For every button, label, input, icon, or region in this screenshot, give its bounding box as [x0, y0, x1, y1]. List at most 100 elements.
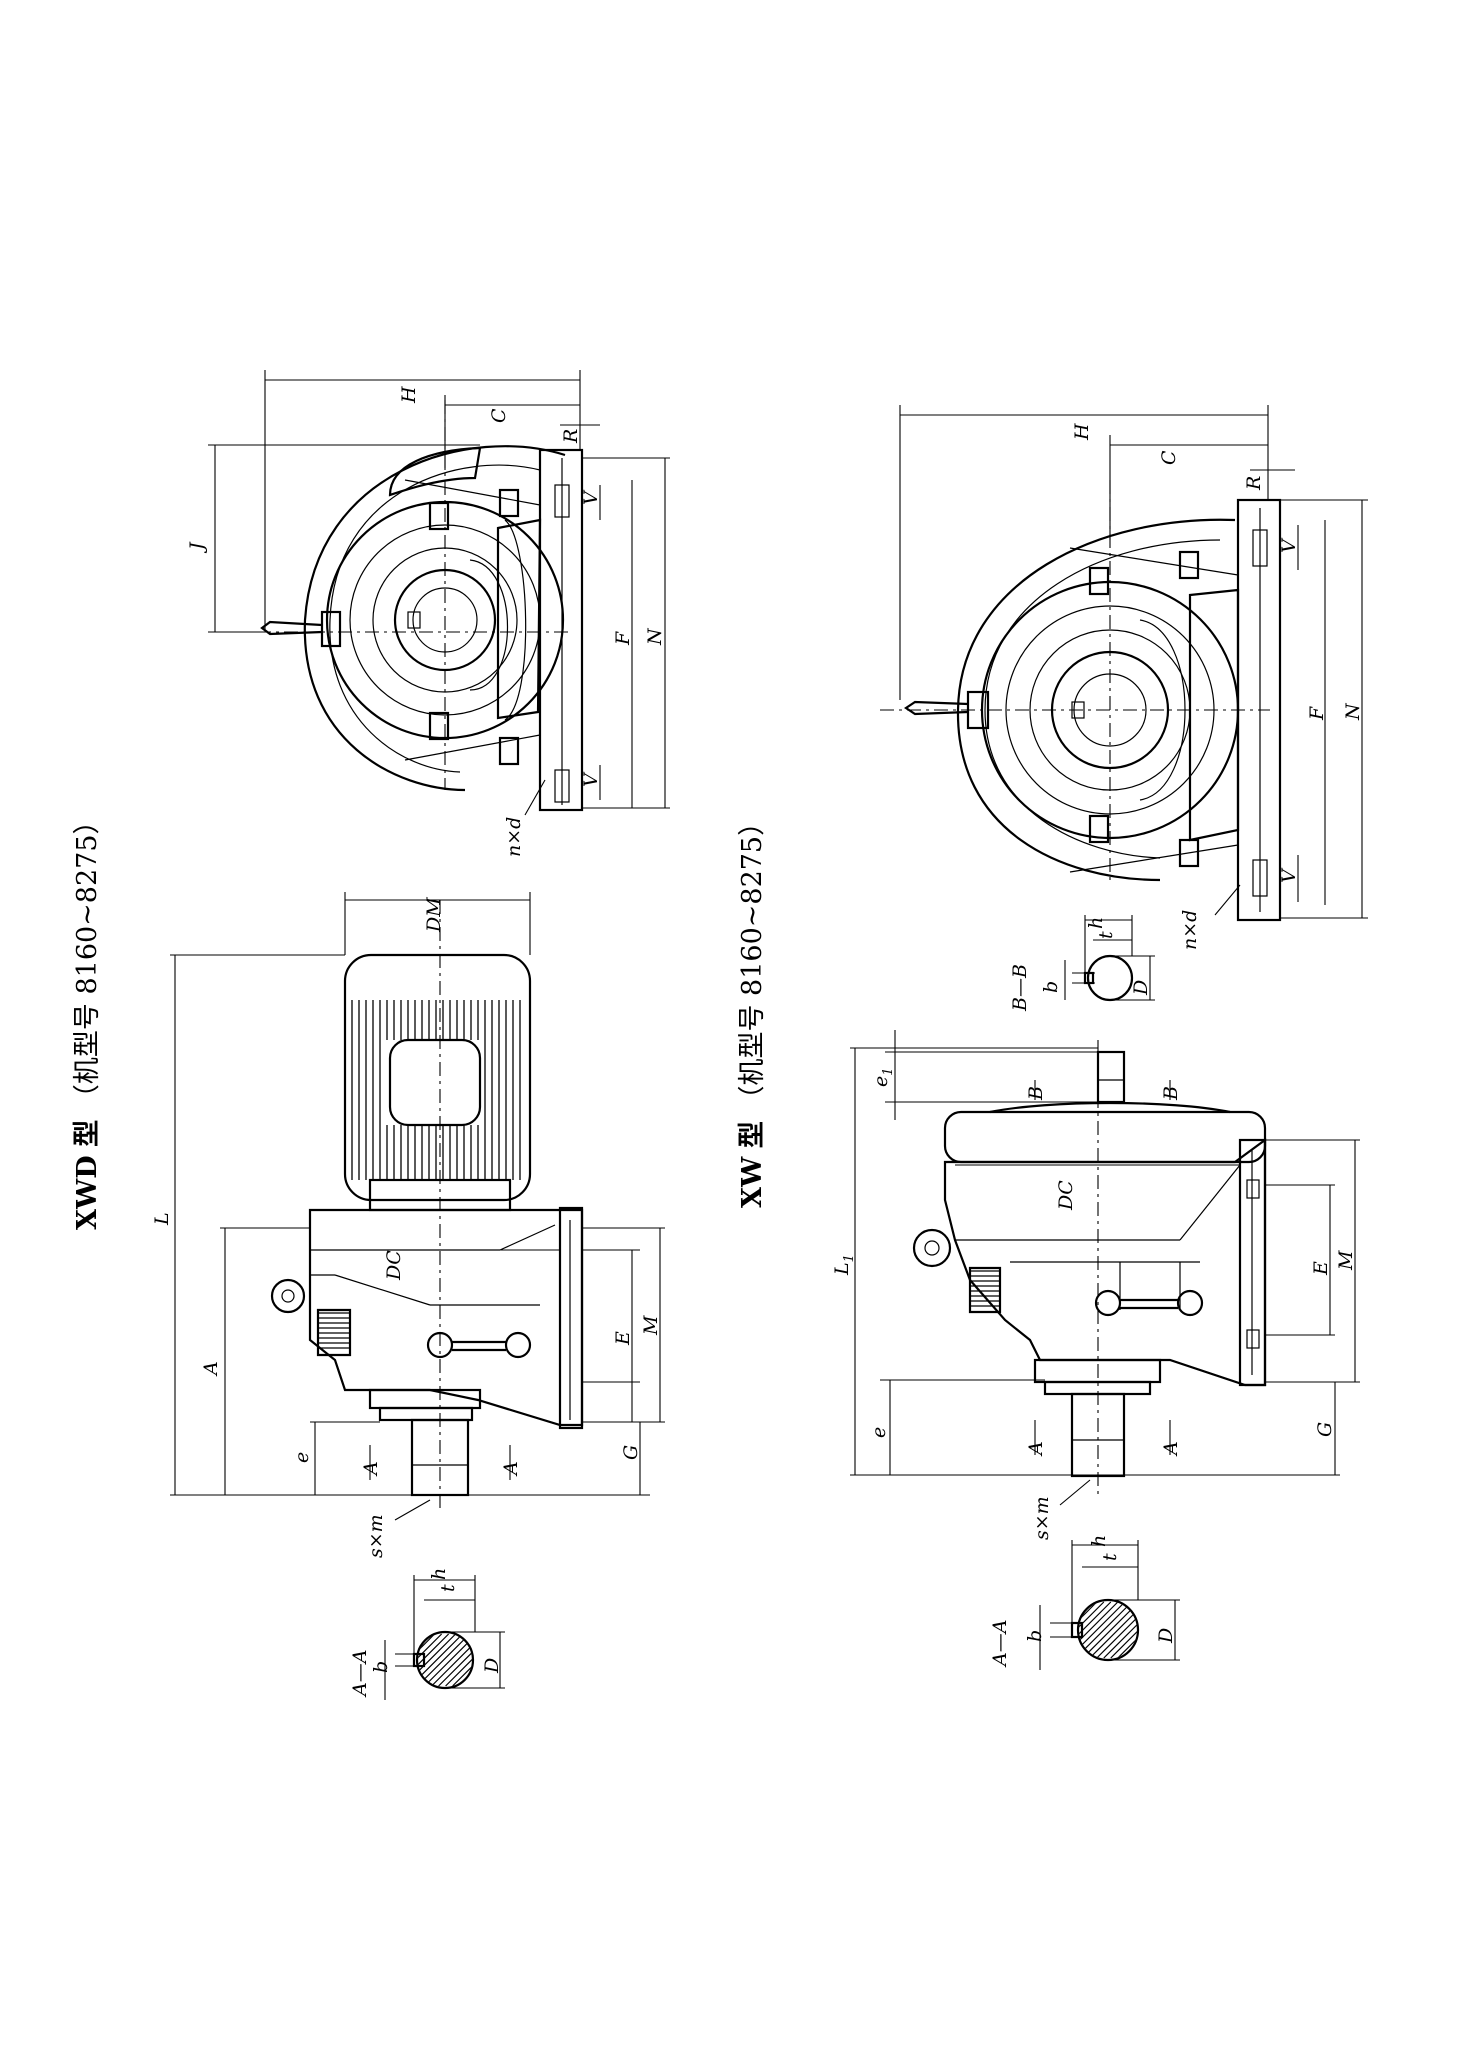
label-t: t — [437, 1584, 459, 1592]
xw-label-t: t — [1099, 1553, 1121, 1561]
xwd-output-shaft — [410, 1418, 470, 1497]
xw-section-b-b-labels: B—B b t h D — [1009, 917, 1152, 1012]
hatch-line — [452, 1633, 472, 1687]
label-e: e — [291, 1452, 313, 1463]
hatch-line — [418, 1633, 471, 1687]
xw-housing-arc — [956, 518, 1236, 882]
label-h-key: h — [428, 1568, 450, 1580]
xwd-cover-hump — [388, 446, 482, 497]
xw-label-t1: t — [1095, 931, 1117, 939]
label-d: D — [481, 1658, 503, 1674]
xw-input-shaft — [1096, 1050, 1126, 1104]
hatch-line — [431, 1633, 472, 1687]
xw-label-v: V — [1278, 537, 1300, 553]
xw-label-c: C — [1158, 450, 1180, 465]
hatch-line — [1082, 1601, 1137, 1659]
xw-section-b-circle — [1086, 954, 1134, 1002]
label-b: b — [370, 1661, 392, 1673]
label-e-upper: E — [612, 1331, 634, 1346]
xw-section-a-a — [1039, 1540, 1180, 1670]
xwd-side-view-labels: DM DC L A e E M G A A s×m — [151, 897, 662, 1558]
xw-section-mark-b-right: B — [1160, 1086, 1182, 1101]
xw-eye-bolt — [912, 1228, 952, 1268]
hatch-line — [418, 1633, 436, 1687]
label-v: V — [580, 489, 602, 505]
xwd-foot-plate — [538, 448, 584, 812]
xwd-terminal-box — [388, 1038, 482, 1127]
hatch-line — [1079, 1601, 1119, 1659]
label-f: F — [612, 631, 634, 646]
xwd-section-a-a — [384, 1575, 505, 1700]
xw-end-view-labels: H C R V V F N n×d — [1071, 423, 1364, 950]
label-r: R — [560, 429, 582, 444]
xw-section-a-a-labels: A—A b t h D — [989, 1535, 1177, 1668]
xw-section-mark-a-right: A — [1160, 1441, 1182, 1457]
label-c: C — [488, 408, 510, 423]
label-n-x-d: n×d — [503, 817, 525, 857]
hatch-line — [418, 1633, 457, 1687]
label-dc: DC — [383, 1250, 405, 1281]
xw-label-dc: DC — [1055, 1180, 1077, 1211]
hatch-line — [418, 1633, 464, 1687]
section-title-a-a: A—A — [349, 1650, 371, 1698]
hatch-line — [418, 1633, 450, 1687]
xw-label-m: M — [1335, 1250, 1357, 1271]
hatch-line — [1117, 1601, 1137, 1659]
xwd-side-view — [170, 892, 665, 1521]
xw-label-b1: b — [1040, 981, 1062, 993]
xw-label-l1: L1 — [831, 1254, 857, 1276]
xw-end-view — [880, 405, 1368, 922]
hatch-line — [1079, 1601, 1098, 1659]
hatch-line — [424, 1633, 472, 1687]
hatch-line — [1096, 1601, 1137, 1659]
xw-side-view — [850, 1030, 1360, 1506]
label-n: N — [644, 627, 666, 646]
label-s-x-m: s×m — [365, 1514, 387, 1558]
xwd-end-view-labels: H C R J V V F N n×d — [186, 386, 666, 857]
xw-label-e1: e1 — [870, 1067, 896, 1087]
xw-label-d1: D — [1130, 980, 1152, 996]
hatch-line — [438, 1633, 472, 1687]
xw-label-e: e — [868, 1427, 890, 1438]
hatch-line — [445, 1633, 472, 1687]
xw-label-f: F — [1306, 706, 1328, 721]
xw-label-g: G — [1314, 1422, 1336, 1437]
xwd-oil-plug — [320, 610, 342, 648]
section-mark-right: A — [500, 1461, 522, 1477]
xw-label-d: D — [1155, 1628, 1177, 1644]
label-v-lower: V — [580, 771, 602, 787]
xw-gear-cover — [943, 1110, 1267, 1164]
xw-label-h1: h — [1085, 917, 1107, 929]
label-g: G — [620, 1445, 642, 1460]
label-l: L — [151, 1212, 173, 1226]
xw-section-b-b — [1064, 915, 1155, 1002]
xwd-eye-bolt — [270, 1278, 306, 1314]
xw-section-title-b-b: B—B — [1009, 964, 1031, 1012]
xw-label-n: N — [1342, 702, 1364, 721]
hatch-line — [1103, 1601, 1137, 1659]
xw-label-b: b — [1024, 1630, 1046, 1642]
xw-label-e-upper: E — [1310, 1261, 1332, 1276]
label-h: H — [398, 386, 420, 404]
xw-label-r: R — [1243, 476, 1265, 491]
xw-label-h-key: h — [1088, 1535, 1110, 1547]
xw-section-title-a-a: A—A — [989, 1620, 1011, 1668]
section-mark-left: A — [360, 1461, 382, 1477]
xwd-keyway — [407, 611, 421, 629]
xwd-section-a-a-labels: A—A b t h D — [349, 1568, 503, 1698]
xw-section-a-circle — [1076, 1598, 1140, 1662]
hatch-line — [418, 1633, 443, 1687]
xwd-end-view — [208, 370, 670, 816]
xw-label-h: H — [1071, 423, 1093, 441]
hatch-line — [1079, 1601, 1105, 1659]
label-j: J — [186, 541, 208, 554]
label-m: M — [640, 1315, 662, 1336]
xw-label-v-lower: V — [1278, 867, 1300, 883]
hatch-line — [1079, 1601, 1126, 1659]
xw-side-view-labels: DC L1 e1 e E M G B B A A s×m — [831, 1067, 1357, 1540]
label-dm: DM — [423, 897, 445, 933]
xw-label-n-x-d: n×d — [1179, 910, 1201, 950]
label-a: A — [200, 1361, 222, 1377]
